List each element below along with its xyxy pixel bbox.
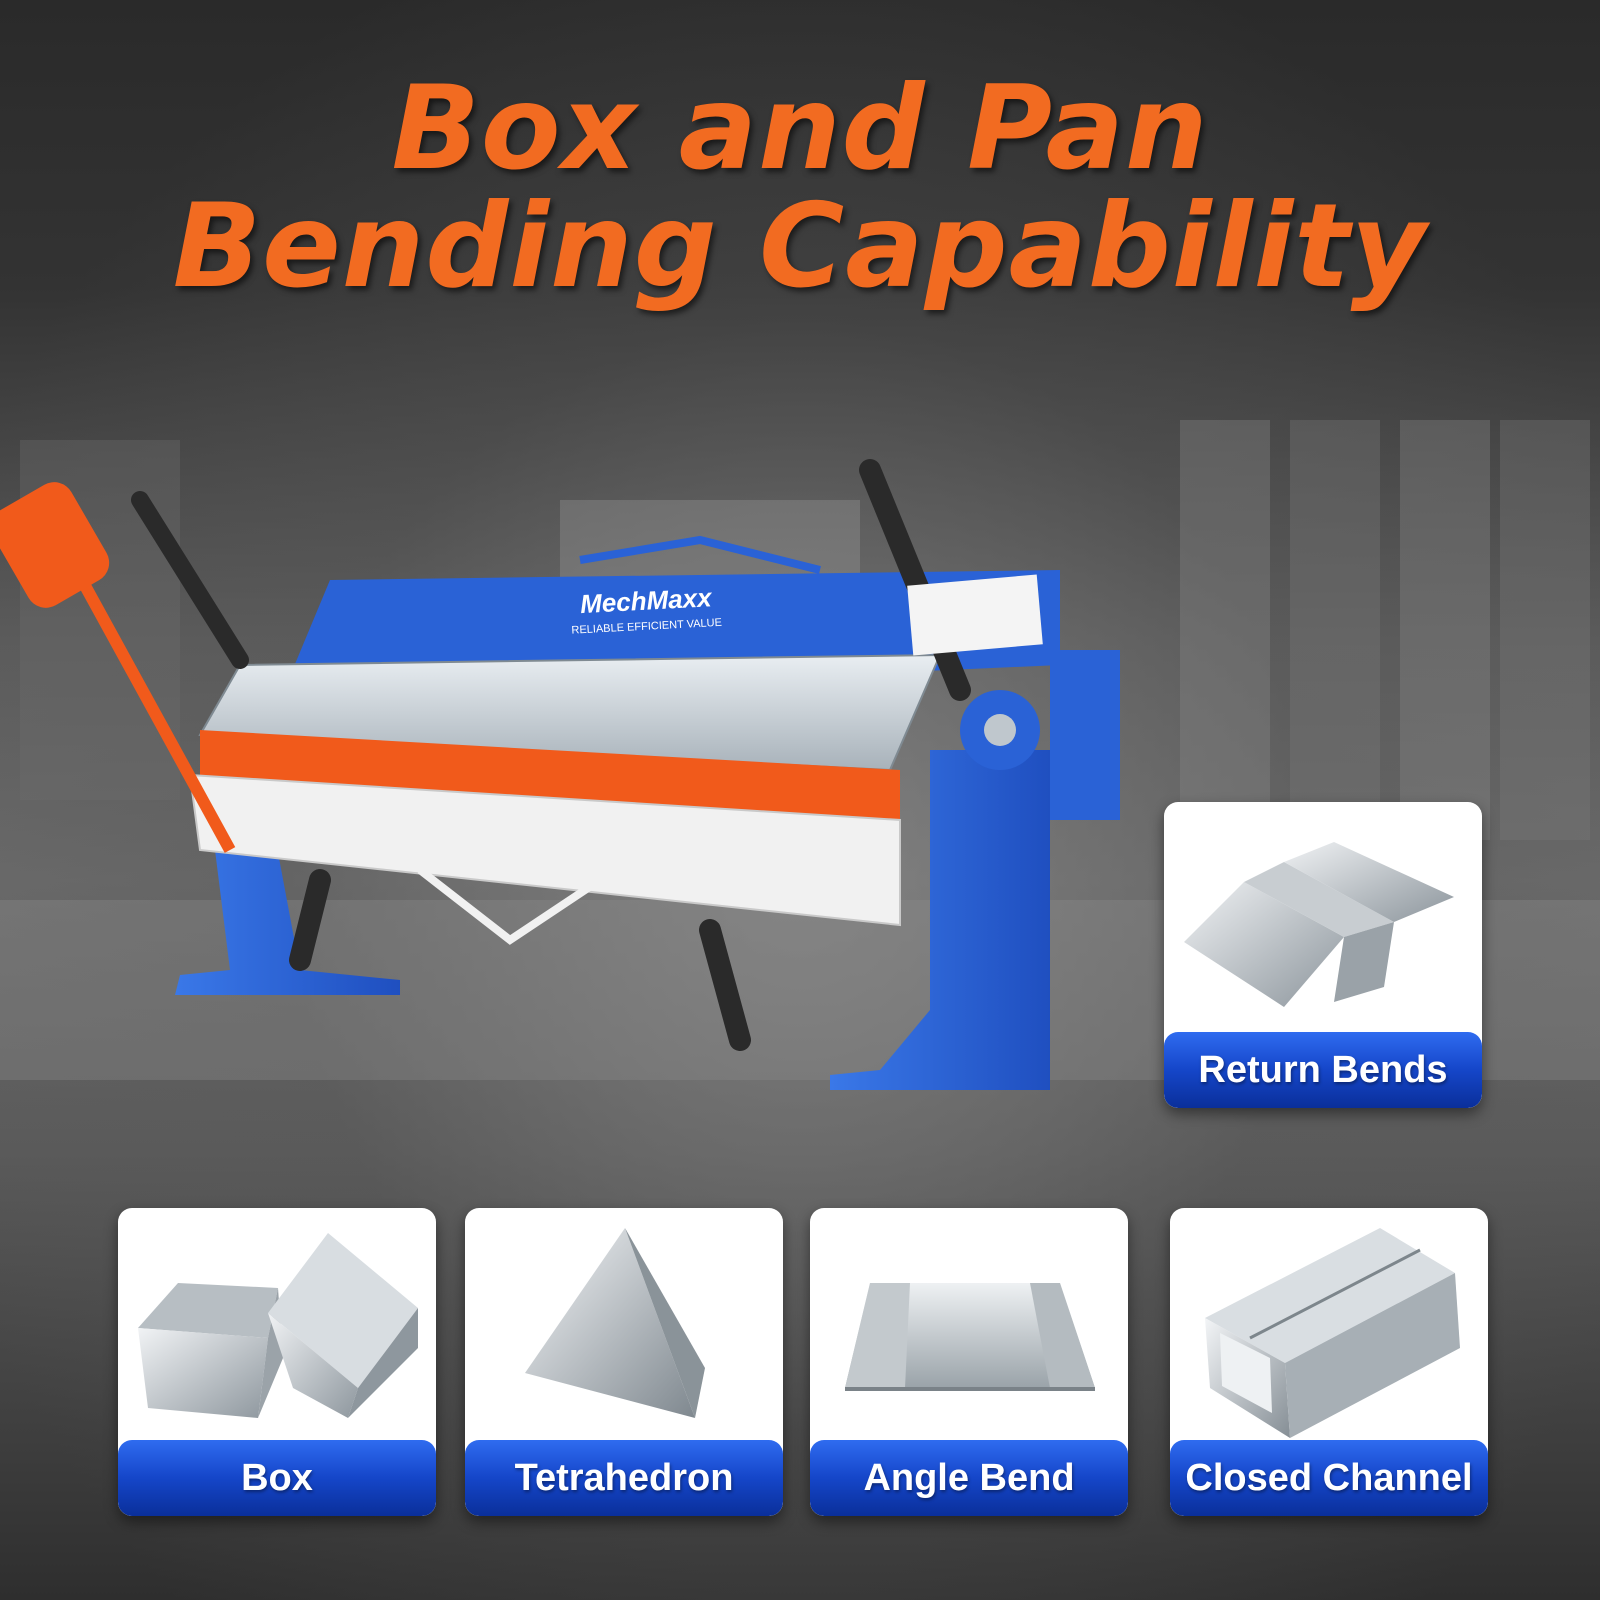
capability-card-tetrahedron: Tetrahedron bbox=[465, 1208, 783, 1516]
capability-label: Angle Bend bbox=[810, 1440, 1128, 1516]
closed-channel-icon bbox=[1205, 1228, 1460, 1438]
box-icon bbox=[138, 1233, 418, 1418]
title-line-2: Bending Capability bbox=[172, 179, 1428, 314]
machine-brand-text: MechMaxx bbox=[579, 582, 713, 619]
sheet-metal-brake-image: MechMaxx RELIABLE EFFICIENT VALUE bbox=[0, 459, 1120, 1090]
capability-card-closed-channel: Closed Channel bbox=[1170, 1208, 1488, 1516]
capability-label: Closed Channel bbox=[1170, 1440, 1488, 1516]
capability-label: Return Bends bbox=[1164, 1032, 1482, 1108]
capability-card-return-bends: Return Bends bbox=[1164, 802, 1482, 1108]
capability-card-angle-bend: Angle Bend bbox=[810, 1208, 1128, 1516]
return-bend-icon bbox=[1184, 842, 1454, 1007]
capability-label: Tetrahedron bbox=[465, 1440, 783, 1516]
capability-card-box: Box bbox=[118, 1208, 436, 1516]
angle-bend-icon bbox=[845, 1283, 1095, 1391]
title-line-1: Box and Pan bbox=[391, 61, 1209, 196]
tetrahedron-icon bbox=[525, 1228, 705, 1418]
page-title: Box and Pan Bending Capability bbox=[0, 70, 1600, 306]
capability-label: Box bbox=[118, 1440, 436, 1516]
